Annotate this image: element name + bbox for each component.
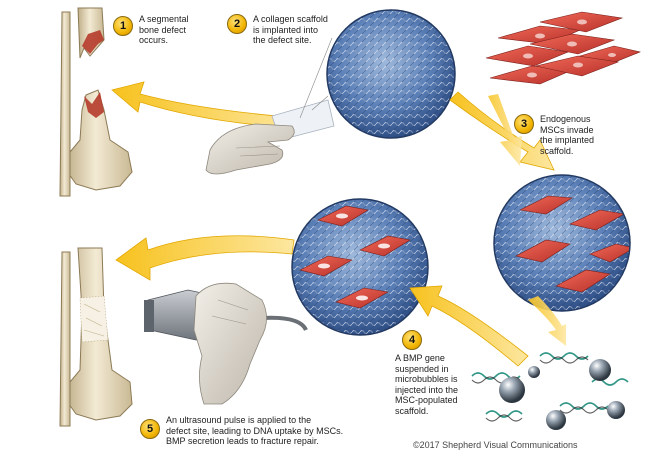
step-caption-5: An ultrasound pulse is applied to the de…	[166, 415, 343, 447]
collagen-scaffold-circle	[327, 10, 455, 138]
copyright-notice: ©2017 Shepherd Visual Communications	[413, 440, 578, 450]
scaffold-with-mscs-circle	[494, 175, 634, 311]
msc-populated-scaffold-circle	[292, 199, 428, 335]
step-caption-1: A segmental bone defect occurs.	[139, 14, 189, 46]
bmp-gene-microbubbles	[472, 353, 628, 430]
fractured-bone	[60, 8, 132, 196]
gloved-hand-probe	[194, 283, 267, 404]
step-caption-3: Endogenous MSCs invade the implanted sca…	[540, 114, 594, 156]
arrow-msc-invasion	[450, 92, 554, 170]
scaffold-sheet-in-hand	[206, 38, 334, 174]
msc-cells-cluster	[486, 12, 640, 84]
step-badge-5: 5	[140, 419, 160, 439]
repairing-bone	[60, 248, 132, 426]
step-badge-4: 4	[402, 330, 422, 350]
step-badge-2: 2	[227, 14, 247, 34]
arrow-ultrasound-repair	[116, 236, 294, 280]
step-caption-4: A BMP gene suspended in microbubbles is …	[395, 353, 458, 416]
step-caption-2: A collagen scaffold is implanted into th…	[253, 14, 328, 46]
step-badge-3: 3	[514, 114, 534, 134]
step-badge-1: 1	[113, 16, 133, 36]
